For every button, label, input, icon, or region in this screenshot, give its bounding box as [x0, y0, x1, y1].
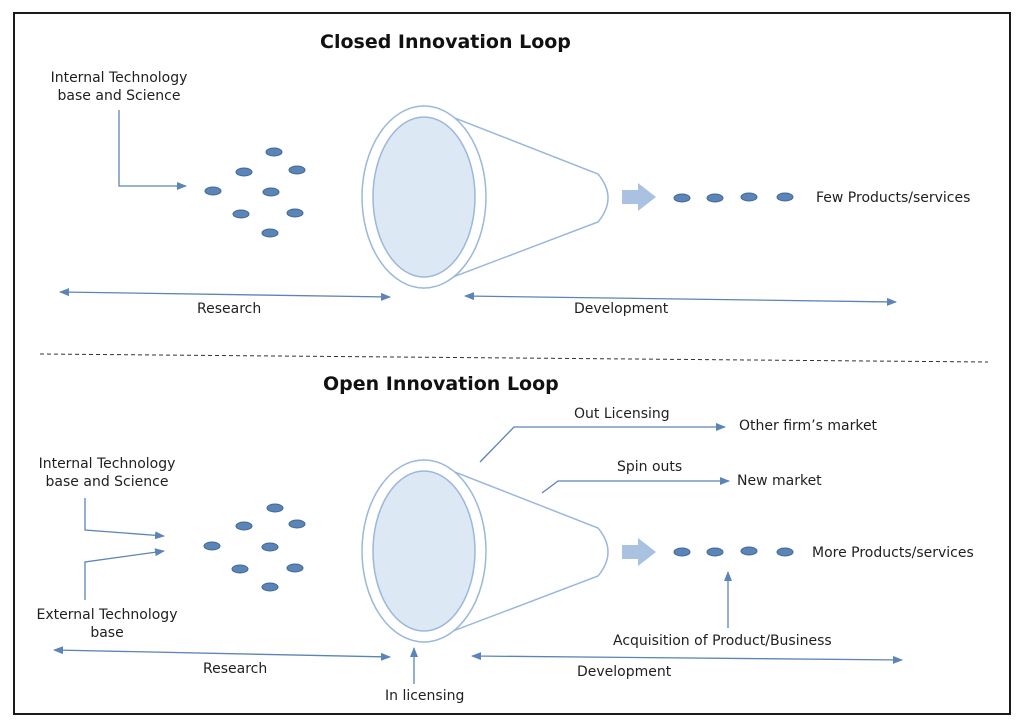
open-idea-dots: [203, 503, 306, 592]
closed-funnel: [361, 104, 609, 290]
in-licensing-label: In licensing: [385, 688, 465, 704]
closed-idea-dot: [288, 165, 306, 175]
open-idea-dot: [288, 519, 306, 529]
open-output-dot: [740, 546, 758, 556]
closed-idea-dot: [232, 209, 250, 219]
closed-idea-dot: [261, 228, 279, 238]
open-external-label-line1: External Technology: [36, 607, 178, 623]
section-divider: [39, 353, 989, 363]
closed-idea-dots: [204, 147, 306, 238]
new-market-label: New market: [737, 473, 822, 489]
closed-output-dot: [740, 192, 758, 202]
open-internal-label-line1: Internal Technology: [38, 456, 176, 472]
closed-development-label: Development: [574, 301, 669, 317]
closed-research-arrow: [59, 288, 391, 301]
open-research-arrow: [53, 646, 391, 661]
open-internal-arrow: [84, 498, 165, 540]
out-licensing-arrow: [479, 423, 726, 463]
open-idea-dot: [235, 521, 253, 531]
closed-source-arrow: [118, 110, 187, 190]
open-output-fat-arrow: [622, 538, 656, 566]
spin-outs-arrow: [541, 477, 730, 494]
closed-loop-title: Closed Innovation Loop: [320, 31, 571, 53]
open-development-arrow: [471, 652, 903, 664]
open-external-arrow: [84, 548, 165, 600]
closed-source-label-line1: Internal Technology: [50, 70, 188, 86]
open-idea-dot: [261, 542, 279, 552]
open-idea-dot: [266, 503, 284, 513]
closed-idea-dot: [204, 186, 222, 196]
open-idea-dot: [286, 563, 304, 573]
closed-source-label-line2: base and Science: [57, 88, 181, 104]
acquisition-label: Acquisition of Product/Business: [613, 633, 832, 649]
closed-idea-dot: [265, 147, 283, 157]
closed-source-label: Internal Technology base and Science: [40, 69, 198, 105]
open-idea-dot: [261, 582, 279, 592]
open-idea-dot: [203, 541, 221, 551]
open-research-label: Research: [203, 661, 268, 677]
closed-research-label: Research: [197, 301, 262, 317]
open-output-dot: [776, 547, 794, 557]
closed-idea-dot: [262, 187, 280, 197]
open-output-dot: [706, 547, 724, 557]
open-internal-label-line2: base and Science: [45, 474, 169, 490]
closed-output-label: Few Products/services: [816, 190, 971, 206]
open-funnel: [361, 458, 609, 644]
open-development-label: Development: [577, 664, 672, 680]
closed-output-fat-arrow: [622, 183, 656, 211]
open-output-dot: [673, 547, 691, 557]
open-loop-title: Open Innovation Loop: [323, 373, 559, 395]
open-external-label-line2: base: [90, 625, 124, 641]
closed-output-dot: [776, 192, 794, 202]
closed-output-dots: [673, 192, 794, 203]
open-internal-label: Internal Technology base and Science: [26, 455, 188, 491]
closed-output-dot: [673, 193, 691, 203]
closed-idea-dot: [286, 208, 304, 218]
spin-outs-label: Spin outs: [617, 459, 683, 475]
closed-idea-dot: [235, 167, 253, 177]
closed-development-arrow: [464, 292, 897, 306]
closed-output-dot: [706, 193, 724, 203]
open-output-label: More Products/services: [812, 545, 974, 561]
open-idea-dot: [231, 564, 249, 574]
other-firm-market-label: Other firm’s market: [739, 418, 878, 434]
out-licensing-label: Out Licensing: [574, 406, 670, 422]
open-output-dots: [673, 546, 794, 557]
open-external-label: External Technology base: [26, 606, 188, 642]
